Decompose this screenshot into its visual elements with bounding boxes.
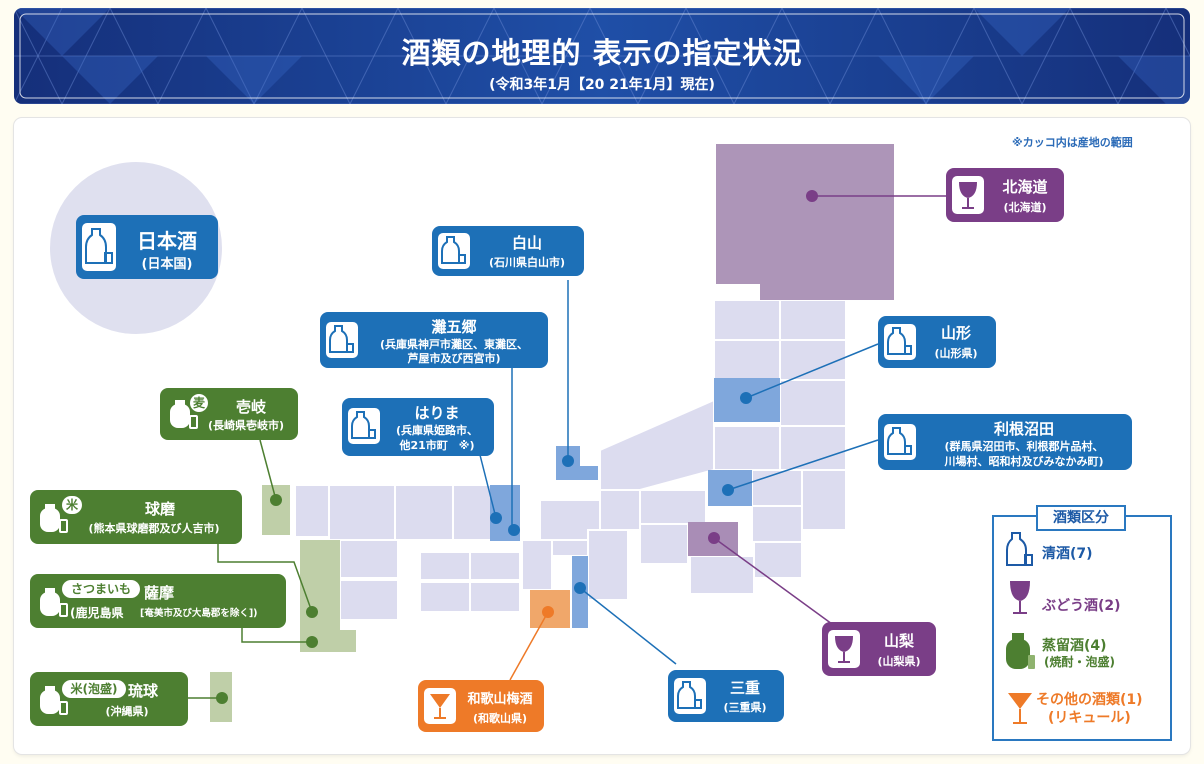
nihonshu-area: (日本国) (141, 257, 193, 272)
region-hokkaido (716, 144, 894, 300)
label-iki: 麦 壱岐 (長崎県壱岐市) (160, 388, 298, 440)
legend-shochu-label: 蒸留酒(4) (1042, 638, 1107, 654)
kuma-name: 球磨 (144, 500, 175, 518)
shochu-jar-icon (36, 582, 68, 620)
region-kuma (300, 540, 340, 630)
mie-area: (三重県) (723, 701, 767, 714)
kuma-badge: 米 (62, 496, 82, 514)
tonenumata-area-1: (群馬県沼田市、利根郡片品村、 (944, 440, 1104, 453)
iki-area: (長崎県壱岐市) (207, 419, 285, 432)
page-title: 酒類の地理的 表示の指定状況 (401, 36, 803, 70)
hakusan-area: (石川県白山市) (488, 256, 566, 269)
map-prefectures (294, 299, 847, 621)
satsuma-badge: さつまいも (62, 580, 140, 598)
label-kuma: 米 球磨 (熊本県球磨郡及び人吉市) (30, 490, 242, 544)
legend-wine-label: ぶどう酒(2) (1042, 598, 1121, 614)
kuma-area: (熊本県球磨郡及び人吉市) (88, 522, 220, 535)
tonenumata-name: 利根沼田 (993, 420, 1054, 438)
wakayama-area: (和歌山県) (472, 712, 528, 725)
area-note: ※カッコ内は産地の範囲 (1012, 136, 1133, 149)
iki-name: 壱岐 (235, 398, 266, 416)
harima-area-2: 他21市町 ※) (399, 439, 475, 452)
shochu-jar-icon (36, 680, 68, 718)
hokkaido-area: (北海道) (1003, 201, 1047, 214)
sake-icon (326, 322, 358, 358)
page-subtitle: (令和3年1月【20 21年1月】現在) (489, 77, 715, 93)
wine-glass-icon (952, 176, 984, 214)
sake-icon (884, 324, 916, 360)
nadagogo-area-1: (兵庫県神戸市灘区、東灘区、 (379, 338, 529, 351)
legend-box: 酒類区分 清酒(7) ぶどう酒(2) 蒸留酒(4) (焼酎・泡盛) その他の酒類… (992, 505, 1172, 741)
label-hakusan: 白山 (石川県白山市) (432, 226, 584, 276)
nihonshu-name: 日本酒 (137, 229, 197, 253)
hakusan-name: 白山 (511, 234, 542, 252)
sake-icon (674, 678, 706, 714)
ryukyu-name: 琉球 (128, 682, 159, 700)
nadagogo-area-2: 芦屋市及び西宮市) (407, 352, 501, 365)
wine-glass-icon (828, 630, 860, 668)
legend-other-sub: (リキュール) (1048, 710, 1131, 726)
ryukyu-area: (沖縄県) (105, 705, 149, 718)
label-tonenumata: 利根沼田 (群馬県沼田市、利根郡片品村、 川場村、昭和村及びみなかみ町) (878, 414, 1132, 470)
label-mie: 三重 (三重県) (668, 670, 784, 722)
sake-icon (1006, 532, 1033, 566)
label-wakayama: 和歌山梅酒 (和歌山県) (418, 680, 544, 732)
shochu-jar-icon (36, 498, 68, 536)
shochu-jar-icon (166, 396, 198, 432)
label-nadagogo: 灘五郷 (兵庫県神戸市灘区、東灘区、 芦屋市及び西宮市) (320, 312, 548, 368)
label-yamanashi: 山梨 (山梨県) (822, 622, 936, 676)
label-hokkaido: 北海道 (北海道) (946, 168, 1064, 222)
label-satsuma: さつまいも 薩摩 (鹿児島県 [奄美市及び大島郡を除く]) (30, 574, 286, 628)
ryukyu-badge: 米(泡盛) (62, 680, 126, 698)
liqueur-glass-icon (1008, 693, 1032, 724)
iki-badge: 麦 (190, 394, 208, 412)
banner-pattern (14, 8, 1190, 104)
nadagogo-name: 灘五郷 (431, 318, 477, 336)
satsuma-area: (鹿児島県 (70, 606, 124, 620)
legend-sake-label: 清酒(7) (1042, 546, 1093, 562)
label-yamagata: 山形 (山形県) (878, 316, 996, 368)
label-ryukyu: 米(泡盛) 琉球 (沖縄県) (30, 672, 188, 726)
yamanashi-name: 山梨 (883, 632, 914, 650)
label-nihonshu: 日本酒 (日本国) (76, 215, 218, 279)
shochu-jar-icon (1006, 633, 1035, 669)
legend-shochu-sub: (焼酎・泡盛) (1044, 655, 1115, 669)
satsuma-name: 薩摩 (144, 584, 175, 602)
wine-glass-icon (1010, 581, 1030, 614)
wakayama-name: 和歌山梅酒 (467, 692, 533, 707)
yamanashi-area: (山梨県) (877, 655, 921, 668)
sake-icon (82, 223, 116, 271)
yamagata-name: 山形 (940, 324, 971, 342)
hokkaido-name: 北海道 (1002, 178, 1048, 196)
sake-icon (884, 424, 916, 460)
sake-icon (348, 408, 380, 444)
liqueur-glass-icon (424, 688, 456, 724)
legend-title: 酒類区分 (1036, 505, 1126, 531)
header-banner: 酒類の地理的 表示の指定状況 (令和3年1月【20 21年1月】現在) (14, 8, 1190, 104)
tonenumata-area-2: 川場村、昭和村及びみなかみ町) (944, 455, 1104, 468)
harima-name: はりま (414, 404, 460, 422)
legend-other-label: その他の酒類(1) (1036, 692, 1143, 708)
mie-name: 三重 (729, 679, 760, 697)
satsuma-area-small: [奄美市及び大島郡を除く]) (140, 608, 258, 619)
region-iki (262, 485, 290, 535)
harima-area-1: (兵庫県姫路市、 (395, 424, 479, 437)
region-hakusan (556, 446, 598, 480)
yamagata-area: (山形県) (934, 347, 978, 360)
label-harima: はりま (兵庫県姫路市、 他21市町 ※) (342, 398, 494, 456)
sake-icon (438, 233, 470, 269)
